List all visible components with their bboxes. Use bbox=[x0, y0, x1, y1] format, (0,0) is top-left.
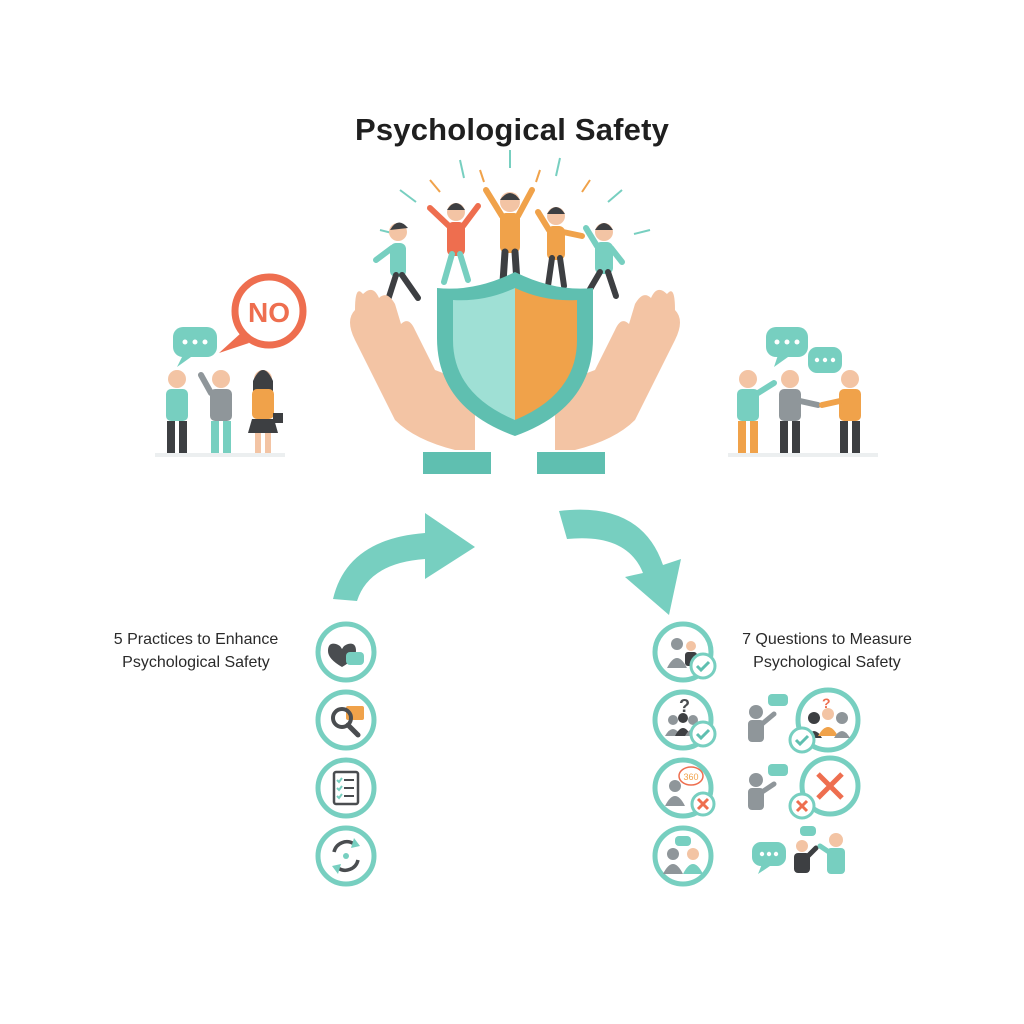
person-orange bbox=[819, 370, 861, 453]
right-heading-line1: 7 Questions to Measure bbox=[742, 631, 912, 648]
left-heading-line1: 5 Practices to Enhance bbox=[113, 631, 279, 648]
curved-arrow-left-icon bbox=[333, 513, 475, 601]
two-people-chat-icon bbox=[652, 825, 714, 887]
right-cuff bbox=[537, 452, 605, 474]
speech-cross-icon: 360 bbox=[652, 757, 716, 819]
left-group-illustration: NO bbox=[155, 273, 307, 457]
chat-pair-icon bbox=[752, 826, 845, 874]
right-heading-line2: Psychological Safety bbox=[753, 654, 901, 671]
chat-bubble-icon bbox=[173, 327, 217, 367]
person-with-bag bbox=[248, 370, 283, 453]
person-suit bbox=[166, 370, 188, 453]
left-hand bbox=[350, 289, 475, 450]
checklist-icon bbox=[315, 757, 377, 819]
no-speech-bubble: NO bbox=[219, 273, 307, 353]
left-cuff bbox=[423, 452, 491, 474]
left-list-heading: 5 Practices to Enhance Psychological Saf… bbox=[96, 628, 296, 674]
question-group-check-icon: ? bbox=[652, 689, 717, 751]
person-orange-center bbox=[483, 187, 535, 286]
shield-icon bbox=[437, 272, 593, 436]
person-teal bbox=[737, 370, 777, 453]
burst-lines bbox=[379, 150, 651, 235]
magnifier-chart-icon bbox=[315, 689, 377, 751]
curved-arrow-right-icon bbox=[559, 509, 681, 615]
heart-chat-icon bbox=[315, 621, 377, 683]
cycle-arrows-icon bbox=[315, 825, 377, 887]
person-teal-left bbox=[373, 222, 421, 303]
presenter-check-icon bbox=[652, 621, 717, 683]
speaker-cross-icon bbox=[748, 755, 861, 820]
badge-number: 360 bbox=[683, 772, 698, 782]
page-title: Psychological Safety bbox=[354, 112, 670, 147]
person-orange-right bbox=[535, 207, 585, 289]
presenter-group-check-icon: ? bbox=[748, 687, 861, 754]
no-speech-text: NO bbox=[248, 297, 290, 328]
hands-shield-illustration bbox=[350, 272, 680, 474]
person-grey bbox=[779, 370, 821, 453]
right-list-heading: 7 Questions to Measure Psychological Saf… bbox=[722, 628, 932, 674]
chat-bubble-icon bbox=[808, 347, 842, 373]
person-waving bbox=[198, 370, 232, 453]
chat-bubble-icon bbox=[766, 327, 808, 367]
right-hand bbox=[555, 289, 680, 450]
right-group-illustration bbox=[728, 327, 878, 457]
celebrating-team-illustration bbox=[373, 150, 651, 303]
left-heading-line2: Psychological Safety bbox=[122, 654, 270, 671]
svg-text:?: ? bbox=[679, 696, 690, 716]
svg-text:?: ? bbox=[822, 695, 831, 711]
person-coral bbox=[427, 203, 481, 285]
